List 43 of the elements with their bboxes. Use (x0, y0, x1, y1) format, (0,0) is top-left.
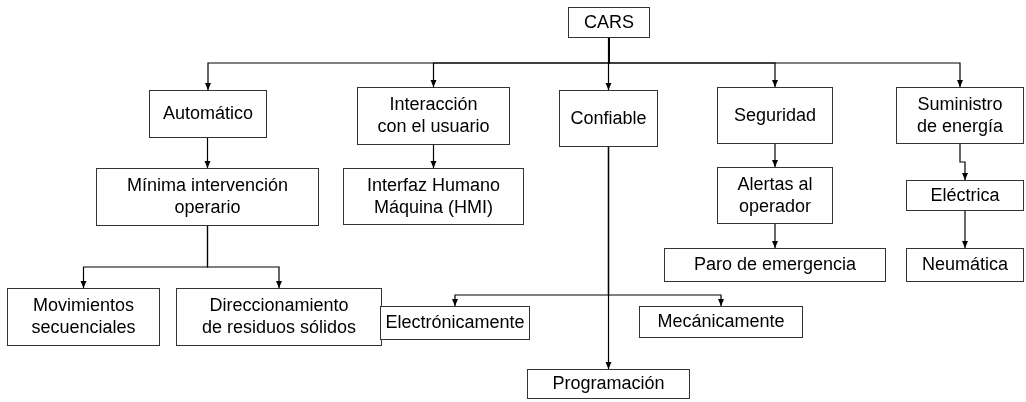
arrow (772, 223, 778, 249)
category-label: Suministro de energía (915, 93, 1005, 138)
arrow (959, 143, 968, 181)
category-label: Eléctrica (930, 184, 1000, 207)
category-box (343, 168, 524, 225)
category-box (559, 90, 658, 147)
arrow (206, 225, 282, 289)
arrow (772, 143, 778, 168)
category-label: Electrónicamente (385, 312, 525, 334)
category-box (717, 87, 833, 144)
category-box (527, 369, 690, 399)
category-box (906, 180, 1024, 211)
arrow (962, 210, 968, 249)
category-label: Confiable (570, 107, 647, 130)
arrow (608, 37, 963, 88)
category-box (717, 167, 833, 224)
category-label: Neumática (921, 254, 1008, 276)
category-label: Interacción con el usuario (376, 94, 491, 138)
category-box (906, 248, 1024, 282)
category-box (639, 306, 803, 338)
category-label: Mecánicamente (657, 311, 785, 333)
category-label: Alertas al operador (736, 173, 814, 218)
category-label: Automático (162, 103, 253, 125)
category-label: Programación (552, 373, 665, 395)
category-box (7, 288, 160, 346)
category-box (896, 87, 1024, 144)
arrow (605, 146, 612, 370)
category-label: CARS (584, 11, 634, 34)
category-box (568, 7, 650, 38)
category-box (380, 306, 530, 340)
category-box (149, 90, 267, 138)
category-box (96, 168, 319, 226)
category-box (664, 248, 886, 282)
category-label: Direccionamiento de residuos sólidos (200, 295, 358, 339)
category-label: Movimientos secuenciales (30, 295, 137, 339)
category-label: Paro de emergencia (693, 254, 857, 276)
category-box (357, 87, 510, 145)
category-box (176, 288, 382, 346)
arrow (204, 137, 211, 169)
category-label: Interfaz Humano Máquina (HMI) (365, 174, 502, 219)
category-label: Seguridad (733, 104, 817, 127)
arrow (430, 144, 437, 169)
category-label: Mínima intervención operario (125, 175, 290, 219)
